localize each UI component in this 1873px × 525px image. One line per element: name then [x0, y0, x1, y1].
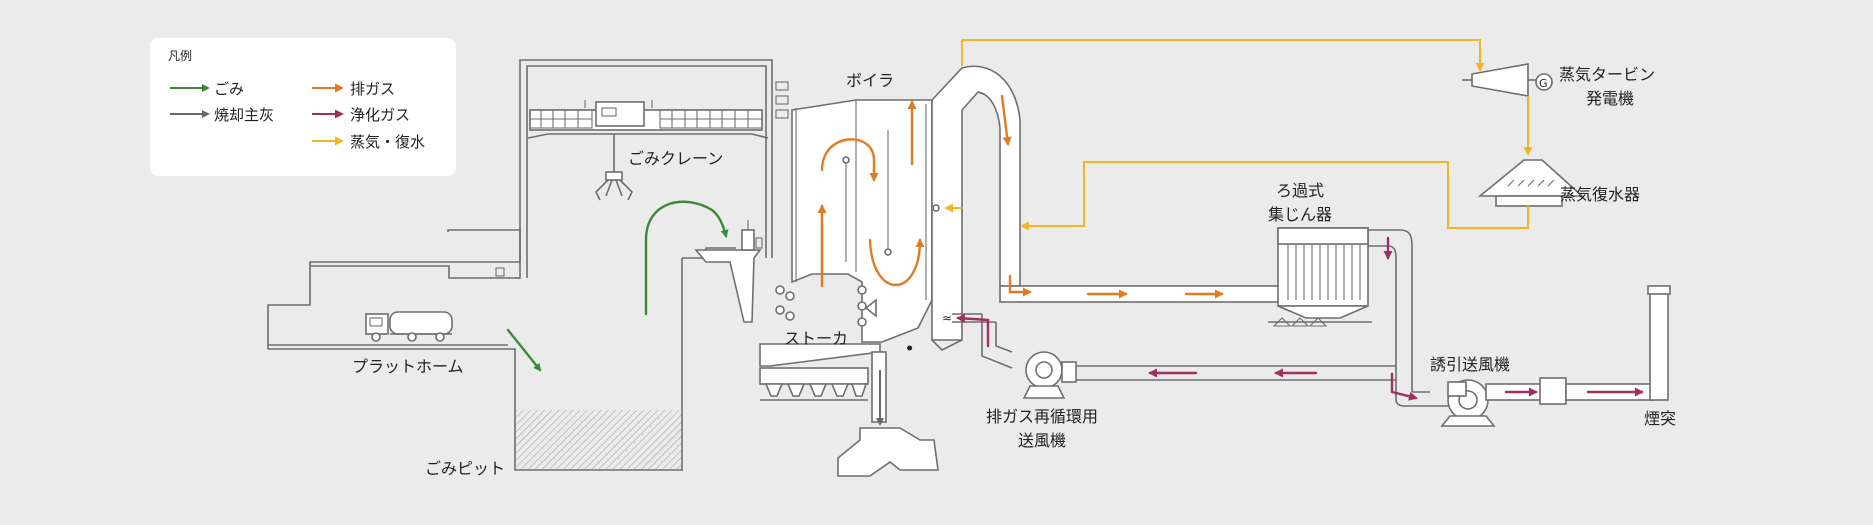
boiler-hopper-bottom: [931, 339, 963, 351]
exhaust-bend: [1008, 274, 1032, 297]
label-crane: ごみクレーン: [628, 149, 723, 168]
label-filter-line2: 集じん器: [1268, 205, 1332, 224]
turbine-generator: G: [1462, 63, 1553, 97]
label-turbine-line2: 発電機: [1586, 89, 1634, 108]
building-structure: [267, 59, 789, 471]
feeder-pusher: [741, 229, 755, 251]
air-port-7: [857, 317, 867, 327]
label-platform: プラットホーム: [352, 357, 464, 376]
id-fan-icon: [1440, 379, 1496, 427]
recirc-arrow-3: [956, 313, 990, 348]
legend-label-ash: 焼却主灰: [214, 106, 274, 124]
hopper: [694, 220, 763, 323]
bag-filter: [1268, 227, 1413, 392]
id-fan-and-stack: [1395, 285, 1671, 427]
silencer: [1539, 377, 1567, 405]
roof-vent-3: [775, 109, 789, 119]
label-condenser: 蒸気復水器: [1560, 185, 1640, 204]
filter-outlet-duct-inner: [1368, 245, 1397, 392]
legend-label-steam: 蒸気・復水: [350, 133, 425, 151]
exhaust-down-1: [1000, 94, 1012, 146]
recirculation-duct: ≈: [942, 311, 1397, 399]
hopper-chute: [694, 249, 762, 323]
burner-nozzle: [864, 298, 877, 318]
recirc-fan-icon: [1022, 351, 1077, 399]
exhaust-loop: [820, 138, 879, 182]
crane-trolley: [595, 101, 645, 127]
stoker-grate: [759, 343, 881, 367]
pit-walls: [514, 258, 683, 471]
air-port-5: [857, 285, 867, 295]
legend-label-waste: ごみ: [214, 80, 244, 98]
crane-grid-right: [659, 109, 763, 129]
air-port-3: [775, 305, 785, 315]
legend-label-exhaust: 排ガス: [350, 80, 395, 98]
condensate-return: [1020, 161, 1529, 231]
label-idfan: 誘引送風機: [1430, 355, 1510, 374]
air-port-6: [857, 301, 867, 311]
generator-symbol: G: [1539, 77, 1548, 90]
crane: [527, 100, 769, 201]
condenser-icon: [1477, 159, 1585, 197]
label-filter-line1: ろ過式: [1276, 181, 1324, 200]
furnace-chamber: [791, 99, 933, 343]
waste-arrow-crane-to-hopper: [644, 200, 729, 316]
stoker-base: [759, 367, 869, 385]
furnace-boiler: ⚫: [775, 65, 1021, 355]
generator-icon: [1535, 73, 1553, 91]
steam-main-line: [961, 39, 1485, 72]
legend-label-purified: 浄化ガス: [350, 106, 410, 124]
stoker: [759, 343, 939, 477]
platform-roof-line: [309, 261, 520, 266]
pit-waste-layer: [516, 410, 681, 469]
flue-ducts: [999, 285, 1283, 303]
boiler-drain-mark: ⚫: [905, 342, 914, 355]
boiler-drum-nozzle: [932, 204, 940, 212]
filter-outlet-duct-outer: [1368, 229, 1413, 392]
legend-box: [150, 38, 456, 176]
legend: 凡例 ごみ 焼却主灰 排ガス 浄化ガス 蒸気・復水: [150, 38, 456, 176]
truck-icon: [365, 311, 453, 342]
label-boiler: ボイラ: [846, 71, 894, 90]
label-stoker: ストーカ: [784, 329, 848, 348]
small-stair-housing: [447, 229, 521, 262]
air-port-4: [785, 311, 795, 321]
label-pit: ごみピット: [425, 459, 505, 478]
crane-grid-left: [529, 109, 593, 129]
roof-vent-2: [775, 95, 789, 105]
boiler-upper-duct: [931, 67, 1002, 341]
roof-vent-1: [775, 81, 789, 91]
ash-conveyor: [837, 427, 939, 477]
platform-building: [267, 265, 520, 349]
stack-body: [1649, 291, 1669, 401]
air-port-2: [785, 291, 795, 301]
steam-lines: [944, 39, 1533, 231]
label-recirc-line1: 排ガス再循環用: [986, 407, 1098, 426]
stack-top: [1647, 285, 1671, 295]
air-port-1: [775, 285, 785, 295]
duct-break-mark: ≈: [942, 311, 952, 325]
label-turbine-line1: 蒸気タービン: [1559, 65, 1655, 84]
platform-floor: [268, 348, 516, 360]
waste-arrow-truck-to-pit: [506, 328, 542, 372]
exhaust-u-turn: [868, 238, 925, 286]
legend-title: 凡例: [168, 49, 192, 63]
flue-duct-to-filter: [999, 285, 1283, 303]
recirc-elbow-inner: [995, 322, 1013, 353]
crane-building-inner: [526, 65, 767, 278]
waste-flow: [506, 200, 729, 372]
purified-flow: [956, 236, 1644, 401]
exhaust-flow: [817, 94, 1224, 299]
crane-building-left: [515, 59, 773, 279]
crane-girder: [527, 133, 769, 139]
label-recirc-line2: 送風機: [1018, 431, 1066, 450]
label-stack: 煙突: [1644, 409, 1676, 428]
purified-to-idfan: [1390, 372, 1418, 401]
crane-grab-icon: [595, 171, 633, 201]
platform-vent: [495, 267, 505, 277]
labels: プラットホーム ごみピット ごみクレーン ストーカ ボイラ 蒸気タービン 発電機…: [352, 65, 1676, 478]
recirc-elbow-outer: [981, 314, 1013, 369]
